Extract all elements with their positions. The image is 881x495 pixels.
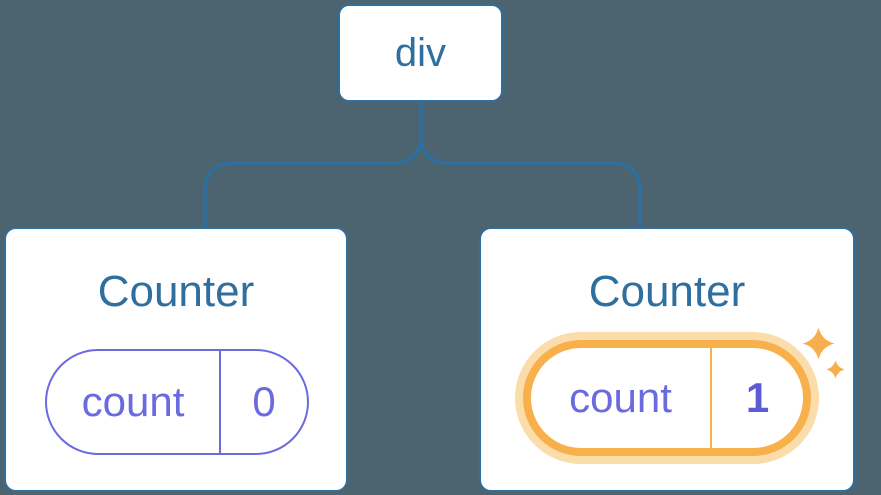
state-value: 1 xyxy=(745,374,770,421)
pill-divider xyxy=(710,348,712,448)
counter-card-right: Counter count 1 xyxy=(479,227,855,492)
state-pill-highlighted: count 1 xyxy=(523,340,811,456)
state-value: 0 xyxy=(252,378,276,425)
sparkle-icon-small xyxy=(826,360,845,379)
root-node-label: div xyxy=(394,30,447,75)
state-key: count xyxy=(569,374,672,421)
pill-divider xyxy=(219,351,221,453)
component-title: Counter xyxy=(97,267,255,316)
connector-right-branch xyxy=(419,134,642,227)
state-pill: count 0 xyxy=(45,349,309,455)
state-key: count xyxy=(81,378,185,425)
connector-left-branch xyxy=(203,102,423,227)
counter-card-left: Counter count 0 xyxy=(4,227,348,492)
sparkle-icon-large xyxy=(802,327,835,360)
component-title: Counter xyxy=(588,267,746,316)
root-node: div xyxy=(338,4,503,102)
